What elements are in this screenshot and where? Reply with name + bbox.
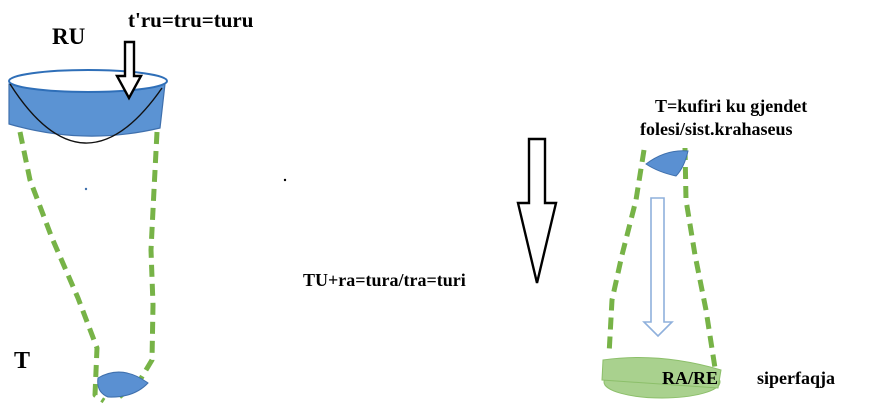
left-down-arrow: [114, 40, 144, 101]
label-ra-re: RA/RE: [662, 368, 719, 388]
right-blue-tip: [645, 150, 689, 177]
right-cone-right-edge: [682, 147, 718, 369]
right-green-base-top: [601, 357, 722, 389]
right-cone-left-edge: [606, 149, 647, 356]
right-cone: [601, 147, 722, 399]
left-drum-rim: [8, 69, 168, 93]
label-tru: t'ru=tru=turu: [128, 8, 254, 32]
center-down-arrow: [516, 137, 558, 284]
label-kufiri-2: folesi/sist.krahaseus: [640, 119, 793, 139]
left-cone: [8, 40, 168, 404]
left-small-dot: [84, 187, 88, 191]
left-blue-tip: [97, 371, 149, 398]
right-hollow-arrow: [642, 197, 674, 338]
label-kufiri-1: T=kufiri ku gjendet: [655, 96, 808, 116]
label-ru: RU: [52, 24, 86, 49]
left-cone-right-edge: [116, 131, 160, 400]
left-drum-body: [8, 83, 166, 137]
center-stray-dot: [283, 178, 287, 182]
left-cone-left-edge: [17, 131, 106, 404]
left-drum-rope-curve: [9, 83, 163, 144]
label-t-bottom: T: [14, 348, 31, 374]
label-siperfaqja: siperfaqja: [757, 368, 835, 388]
label-tura: TU+ra=tura/tra=turi: [303, 270, 466, 290]
